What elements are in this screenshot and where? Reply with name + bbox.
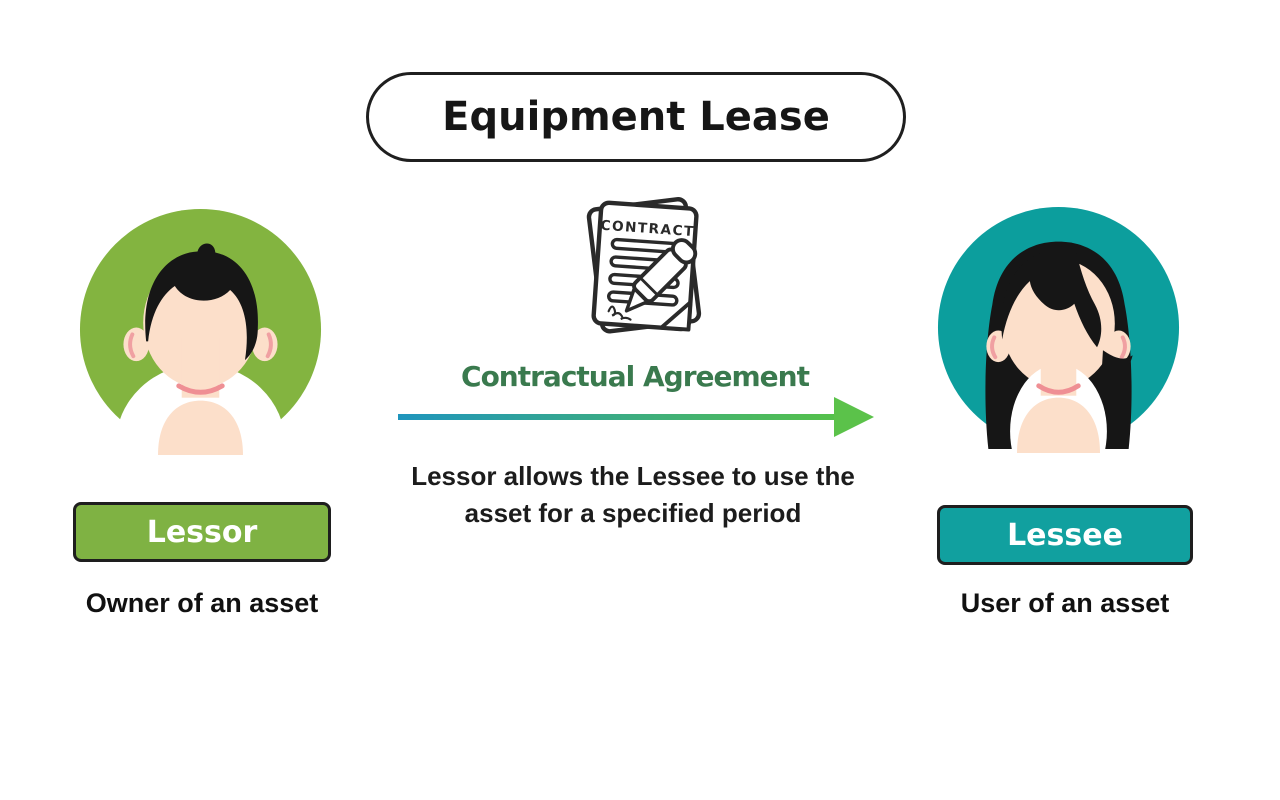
lessee-caption: User of an asset [960, 588, 1170, 618]
left-ear [128, 332, 136, 359]
lessor-hair [145, 243, 258, 361]
arrow-shaft [398, 414, 836, 420]
lessee-badge: Lessee [937, 505, 1193, 565]
signature-squiggle [607, 305, 632, 321]
description-text: Lessor allows the Lessee to use the asse… [372, 458, 894, 532]
description-line-1: Lessor allows the Lessee to use the [411, 461, 855, 491]
lessee-fringe [1001, 242, 1102, 348]
left-ear [990, 335, 998, 360]
lessee-badge-label: Lessee [1007, 517, 1123, 553]
lessor-caption: Owner of an asset [85, 588, 319, 618]
arrow-head [834, 397, 874, 437]
agreement-label: Contractual Agreement [461, 360, 810, 393]
lessor-badge: Lessor [73, 502, 331, 562]
page-title: Equipment Lease [442, 94, 830, 140]
lessor-collar-line [176, 383, 225, 395]
right-ear [1119, 335, 1127, 360]
folded-corner [659, 300, 693, 332]
lessee-neck [1040, 340, 1077, 396]
description-line-2: asset for a specified period [464, 498, 802, 528]
pen-icon [624, 238, 698, 313]
lessee-hair-flick [1101, 350, 1133, 372]
lessor-chest [158, 400, 243, 455]
right-ear [265, 332, 273, 359]
lessee-chest [1017, 397, 1100, 453]
title-pill: Equipment Lease [366, 72, 906, 162]
agreement-arrow [398, 397, 874, 437]
lessee-collar-line [1036, 383, 1081, 395]
contract-document-icon: CONTRACT [586, 197, 702, 334]
contract-heading-text: CONTRACT [600, 218, 695, 241]
lessor-badge-label: Lessor [146, 514, 258, 550]
lessee-avatar [937, 206, 1180, 453]
lessor-avatar [79, 208, 322, 455]
